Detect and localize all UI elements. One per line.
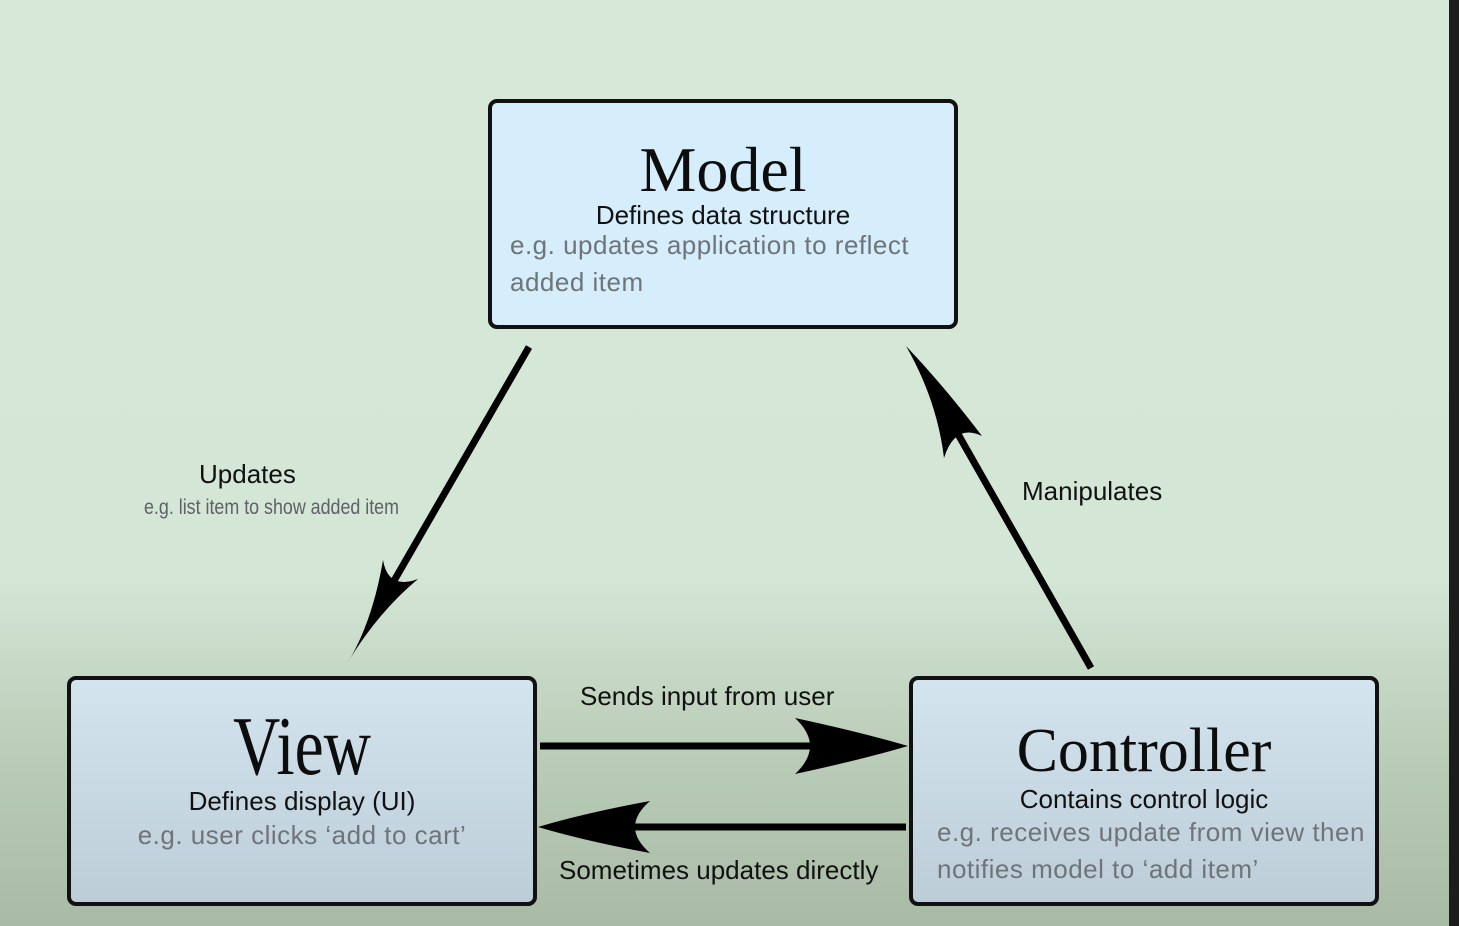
arrow-manipulates-head [906,346,982,458]
view-box: View Defines display (UI) e.g. user clic… [67,676,537,906]
arrow-updates-line [372,345,533,614]
model-box: Model Defines data structure e.g. update… [488,99,958,329]
arrow-sometimes-updates-head [538,801,650,853]
arrow-manipulates-line [946,418,1095,670]
controller-box: Controller Contains control logic e.g. r… [909,676,1379,906]
view-subtitle: Defines display (UI) [188,786,416,816]
model-subtitle: Defines data structure [595,200,851,230]
updates-label: Updates [199,459,296,489]
view-title: View [233,700,371,793]
controller-subtitle: Contains control logic [1019,784,1269,814]
manipulates-label: Manipulates [1022,476,1163,506]
model-example: e.g. updates application to reflect adde… [510,230,910,297]
arrow-updates-head [345,560,418,667]
right-edge-bar [1449,0,1459,926]
controller-example: e.g. receives update from view then noti… [937,817,1365,884]
model-title: Model [639,134,807,205]
sometimes-updates-label: Sometimes updates directly [559,855,879,885]
updates-example: e.g. list item to show added item [144,496,399,519]
arrow-sends-input-head [795,718,908,774]
sends-input-label: Sends input from user [580,681,835,711]
controller-title: Controller [1016,717,1272,785]
view-example: e.g. user clicks ‘add to cart’ [137,820,467,850]
